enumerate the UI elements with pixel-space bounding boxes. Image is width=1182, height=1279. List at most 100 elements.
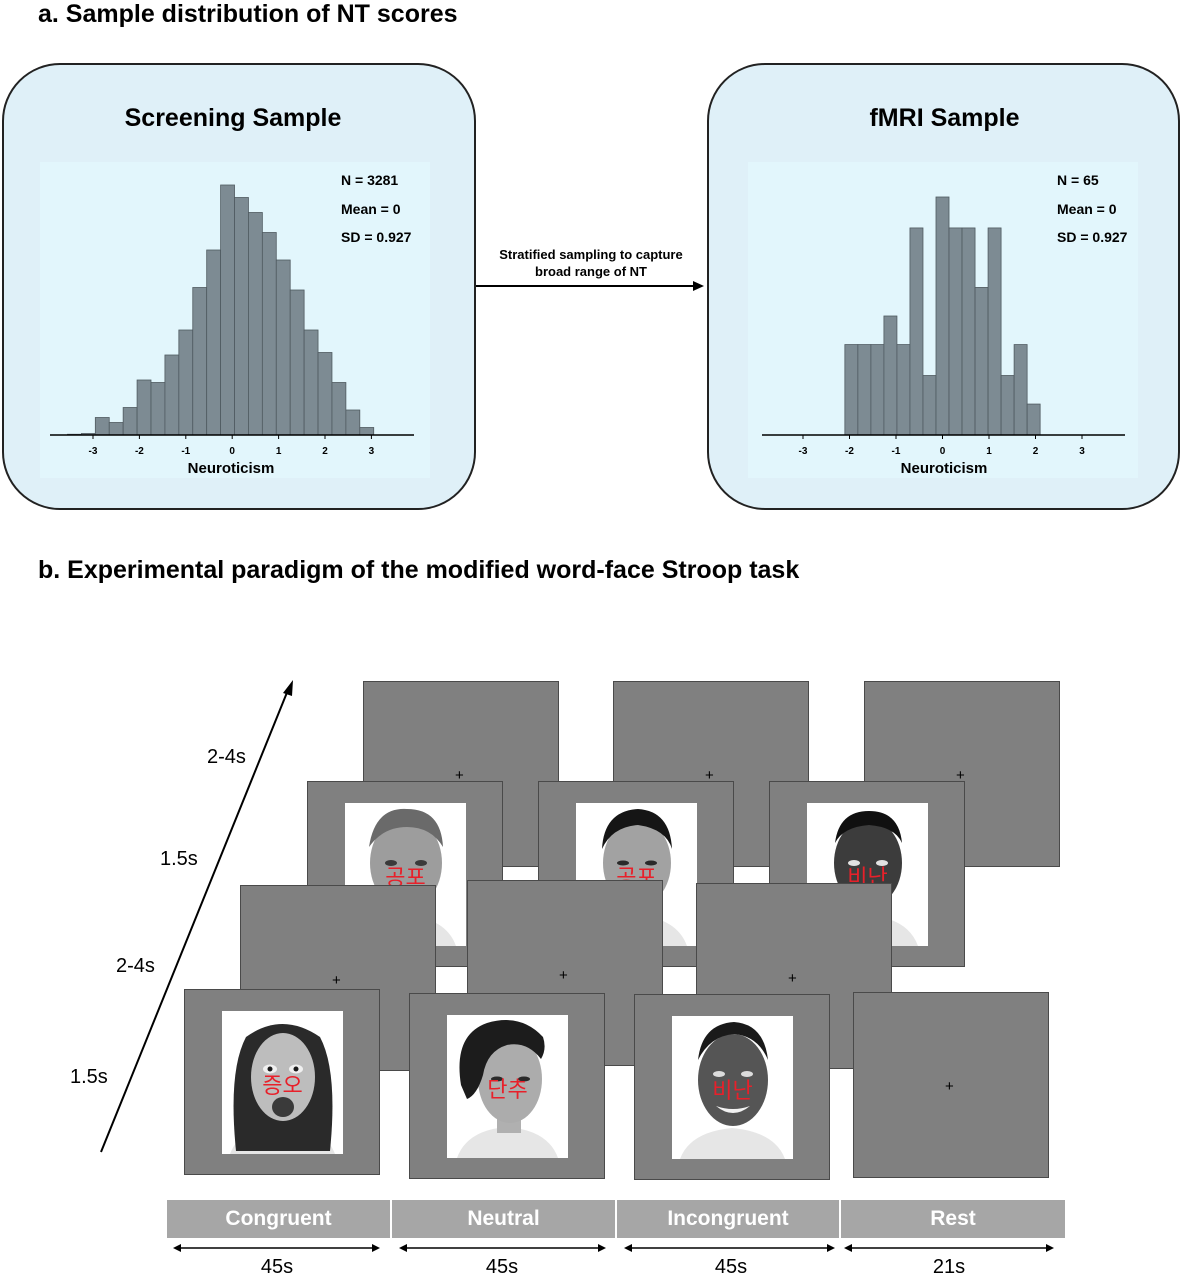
histogram-bar bbox=[206, 249, 221, 436]
histogram-bar bbox=[1000, 375, 1015, 436]
x-tick-label: -2 bbox=[845, 446, 854, 457]
fixation-cross: + bbox=[332, 972, 341, 989]
histogram-bar bbox=[359, 427, 375, 436]
histogram-bar bbox=[178, 329, 194, 436]
histogram-bar bbox=[844, 344, 859, 436]
screening-n: N = 3281 bbox=[341, 172, 399, 188]
x-axis-label: Neuroticism bbox=[188, 460, 275, 477]
section-a-title: a. Sample distribution of NT scores bbox=[38, 0, 458, 28]
histogram-bar bbox=[909, 227, 924, 436]
fixation-cross: + bbox=[559, 967, 568, 984]
section-b-title: b. Experimental paradigm of the modified… bbox=[38, 556, 800, 584]
x-tick-label: -3 bbox=[799, 446, 808, 457]
x-tick-label: 2 bbox=[1033, 446, 1039, 457]
x-tick-label: -1 bbox=[892, 446, 901, 457]
face-photo: 비난 bbox=[672, 1016, 793, 1159]
histogram-bar bbox=[345, 409, 361, 436]
condition-neutral: Neutral bbox=[392, 1200, 615, 1238]
face-screen: 증오 bbox=[184, 989, 380, 1175]
x-tick-label: 1 bbox=[276, 446, 282, 457]
histogram-bar bbox=[303, 329, 319, 436]
histogram-bar bbox=[870, 344, 885, 436]
fmri-stats: N = 65 Mean = 0 SD = 0.927 bbox=[1057, 166, 1127, 252]
sampling-note-line2: broad range of NT bbox=[535, 264, 647, 279]
screening-stats: N = 3281 Mean = 0 SD = 0.927 bbox=[341, 166, 411, 252]
face-screen: 비난 bbox=[634, 994, 830, 1180]
sampling-note-line1: Stratified sampling to capture bbox=[499, 247, 683, 262]
face-photo: 증오 bbox=[222, 1011, 343, 1154]
duration-neutral: 45s bbox=[485, 1256, 519, 1278]
x-tick-label: -2 bbox=[135, 446, 144, 457]
duration-rest: 21s bbox=[932, 1256, 966, 1278]
histogram-bar bbox=[164, 354, 180, 436]
histogram-bar bbox=[987, 227, 1002, 436]
time-label-fixation-front: 2-4s bbox=[116, 955, 155, 977]
fixation-cross: + bbox=[945, 1078, 954, 1095]
histogram-bar bbox=[192, 287, 208, 436]
histogram-bar bbox=[234, 197, 249, 436]
time-arrow bbox=[100, 680, 293, 1153]
duration-incongruent: 45s bbox=[714, 1256, 748, 1278]
screening-mean: Mean = 0 bbox=[341, 200, 401, 217]
histogram-bar bbox=[857, 344, 872, 436]
x-tick-label: 0 bbox=[940, 446, 946, 457]
histogram-bar bbox=[331, 382, 347, 436]
x-tick-label: -1 bbox=[181, 446, 190, 457]
condition-incongruent: Incongruent bbox=[617, 1200, 839, 1238]
x-axis-label: Neuroticism bbox=[901, 460, 988, 477]
fixation-cross: + bbox=[788, 970, 797, 987]
fixation-cross: + bbox=[455, 767, 464, 784]
histogram-bar bbox=[136, 379, 152, 436]
rest-screen: + bbox=[853, 992, 1049, 1178]
histogram-bar bbox=[961, 227, 976, 436]
face-image-curly-man bbox=[457, 1020, 558, 1158]
face-screen: 단추 bbox=[409, 993, 605, 1179]
x-tick-label: 2 bbox=[322, 446, 328, 457]
duration-arrows bbox=[173, 1244, 1054, 1252]
fmri-sd: SD = 0.927 bbox=[1057, 229, 1128, 245]
face-image-smiling-woman bbox=[680, 1022, 785, 1159]
x-tick-label: 0 bbox=[229, 446, 235, 457]
histogram-bar bbox=[935, 196, 950, 436]
fixation-cross: + bbox=[956, 767, 965, 784]
emotion-word: 증오 bbox=[262, 1074, 303, 1099]
histogram-bar bbox=[122, 407, 138, 436]
histogram-bar bbox=[150, 382, 166, 436]
x-tick-label: 3 bbox=[1079, 446, 1085, 457]
time-label-face-front: 1.5s bbox=[70, 1066, 108, 1088]
emotion-word: 단추 bbox=[487, 1078, 528, 1103]
histogram-bar bbox=[94, 417, 110, 436]
fmri-n: N = 65 bbox=[1057, 172, 1099, 188]
histogram-bar bbox=[1013, 344, 1028, 436]
histogram-bar bbox=[220, 184, 235, 436]
sampling-arrow bbox=[476, 281, 704, 291]
histogram-bar bbox=[289, 289, 305, 436]
histogram-bar bbox=[275, 259, 291, 436]
screening-sd: SD = 0.927 bbox=[341, 229, 412, 245]
condition-rest: Rest bbox=[841, 1200, 1065, 1238]
face-photo: 단추 bbox=[447, 1015, 568, 1158]
sampling-note: Stratified sampling to capture broad ran… bbox=[476, 246, 706, 280]
histogram-bar bbox=[896, 344, 911, 436]
fixation-cross: + bbox=[705, 767, 714, 784]
histogram-bar bbox=[261, 232, 277, 436]
fmri-title: fMRI Sample bbox=[869, 104, 1020, 132]
x-tick-label: -3 bbox=[89, 446, 98, 457]
duration-congruent: 45s bbox=[260, 1256, 294, 1278]
screening-title: Screening Sample bbox=[124, 104, 342, 132]
time-label-face-back: 1.5s bbox=[160, 848, 198, 870]
condition-congruent: Congruent bbox=[167, 1200, 390, 1238]
x-tick-label: 3 bbox=[369, 446, 375, 457]
fmri-mean: Mean = 0 bbox=[1057, 200, 1117, 217]
histogram-bar bbox=[248, 212, 263, 436]
histogram-bar bbox=[922, 375, 937, 436]
emotion-word: 비난 bbox=[712, 1079, 753, 1104]
histogram-bar bbox=[974, 287, 989, 436]
face-image-fearful-woman bbox=[230, 1024, 335, 1154]
histogram-bar bbox=[883, 315, 898, 436]
histogram-bar bbox=[1026, 403, 1041, 436]
histogram-bar bbox=[317, 352, 333, 436]
time-label-fixation-back: 2-4s bbox=[207, 746, 246, 768]
